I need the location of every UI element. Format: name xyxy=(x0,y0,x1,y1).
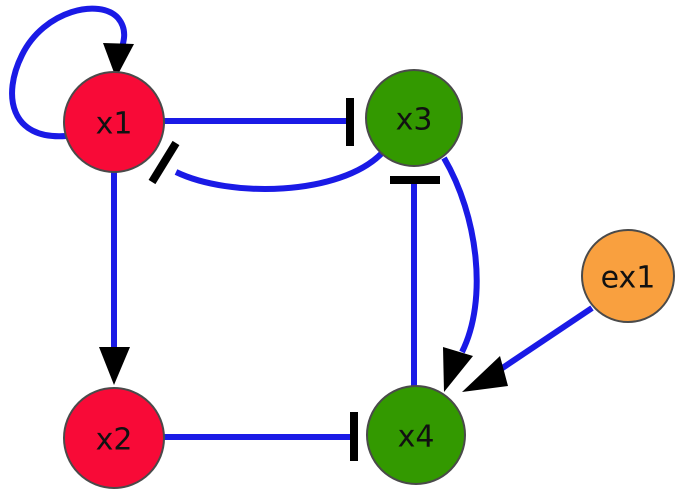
node-ex1-label: ex1 xyxy=(601,261,656,296)
node-x1-label: x1 xyxy=(96,107,133,142)
edge-x2-to-x4[interactable] xyxy=(162,412,358,461)
edge-x1-to-x3[interactable] xyxy=(160,98,354,146)
edge-x3-to-x1-path xyxy=(174,150,385,192)
node-ex1-circle xyxy=(581,229,675,323)
node-x3[interactable]: x3 xyxy=(365,69,463,167)
edge-x3-to-x1[interactable] xyxy=(148,140,385,192)
node-x1[interactable]: x1 xyxy=(63,71,165,173)
edge-x1-to-x1-self-loop[interactable] xyxy=(9,5,134,140)
edge-x1-to-x2[interactable] xyxy=(99,170,130,385)
arrow-head-icon-x1-to-x2 xyxy=(99,347,130,385)
node-x2-circle xyxy=(63,387,165,489)
arrow-head-icon-x3-to-x4 xyxy=(443,347,473,392)
t-bar-icon-x3-to-x1 xyxy=(148,140,180,185)
edge-x4-to-x3[interactable] xyxy=(390,176,440,386)
edge-ex1-to-x4-path xyxy=(490,305,594,378)
node-x3-circle xyxy=(365,69,463,167)
arrow-head-icon-x1-self xyxy=(103,43,134,78)
edge-ex1-to-x4[interactable] xyxy=(462,305,594,392)
node-x4-label: x4 xyxy=(398,420,435,455)
node-x1-circle xyxy=(63,71,165,173)
node-layer: x1 x2 x3 x4 ex1 xyxy=(63,69,675,489)
node-ex1[interactable]: ex1 xyxy=(581,229,675,323)
edge-x3-to-x4[interactable] xyxy=(441,156,480,392)
edge-x1-to-x1-path xyxy=(9,5,128,140)
node-x4-circle xyxy=(366,385,466,485)
node-x4[interactable]: x4 xyxy=(366,385,466,485)
node-x2[interactable]: x2 xyxy=(63,387,165,489)
node-x2-label: x2 xyxy=(96,423,133,458)
edge-x3-to-x4-path xyxy=(441,156,480,354)
arrow-head-icon-ex1-to-x4 xyxy=(462,356,508,392)
node-x3-label: x3 xyxy=(396,103,433,138)
edge-layer xyxy=(9,5,594,461)
